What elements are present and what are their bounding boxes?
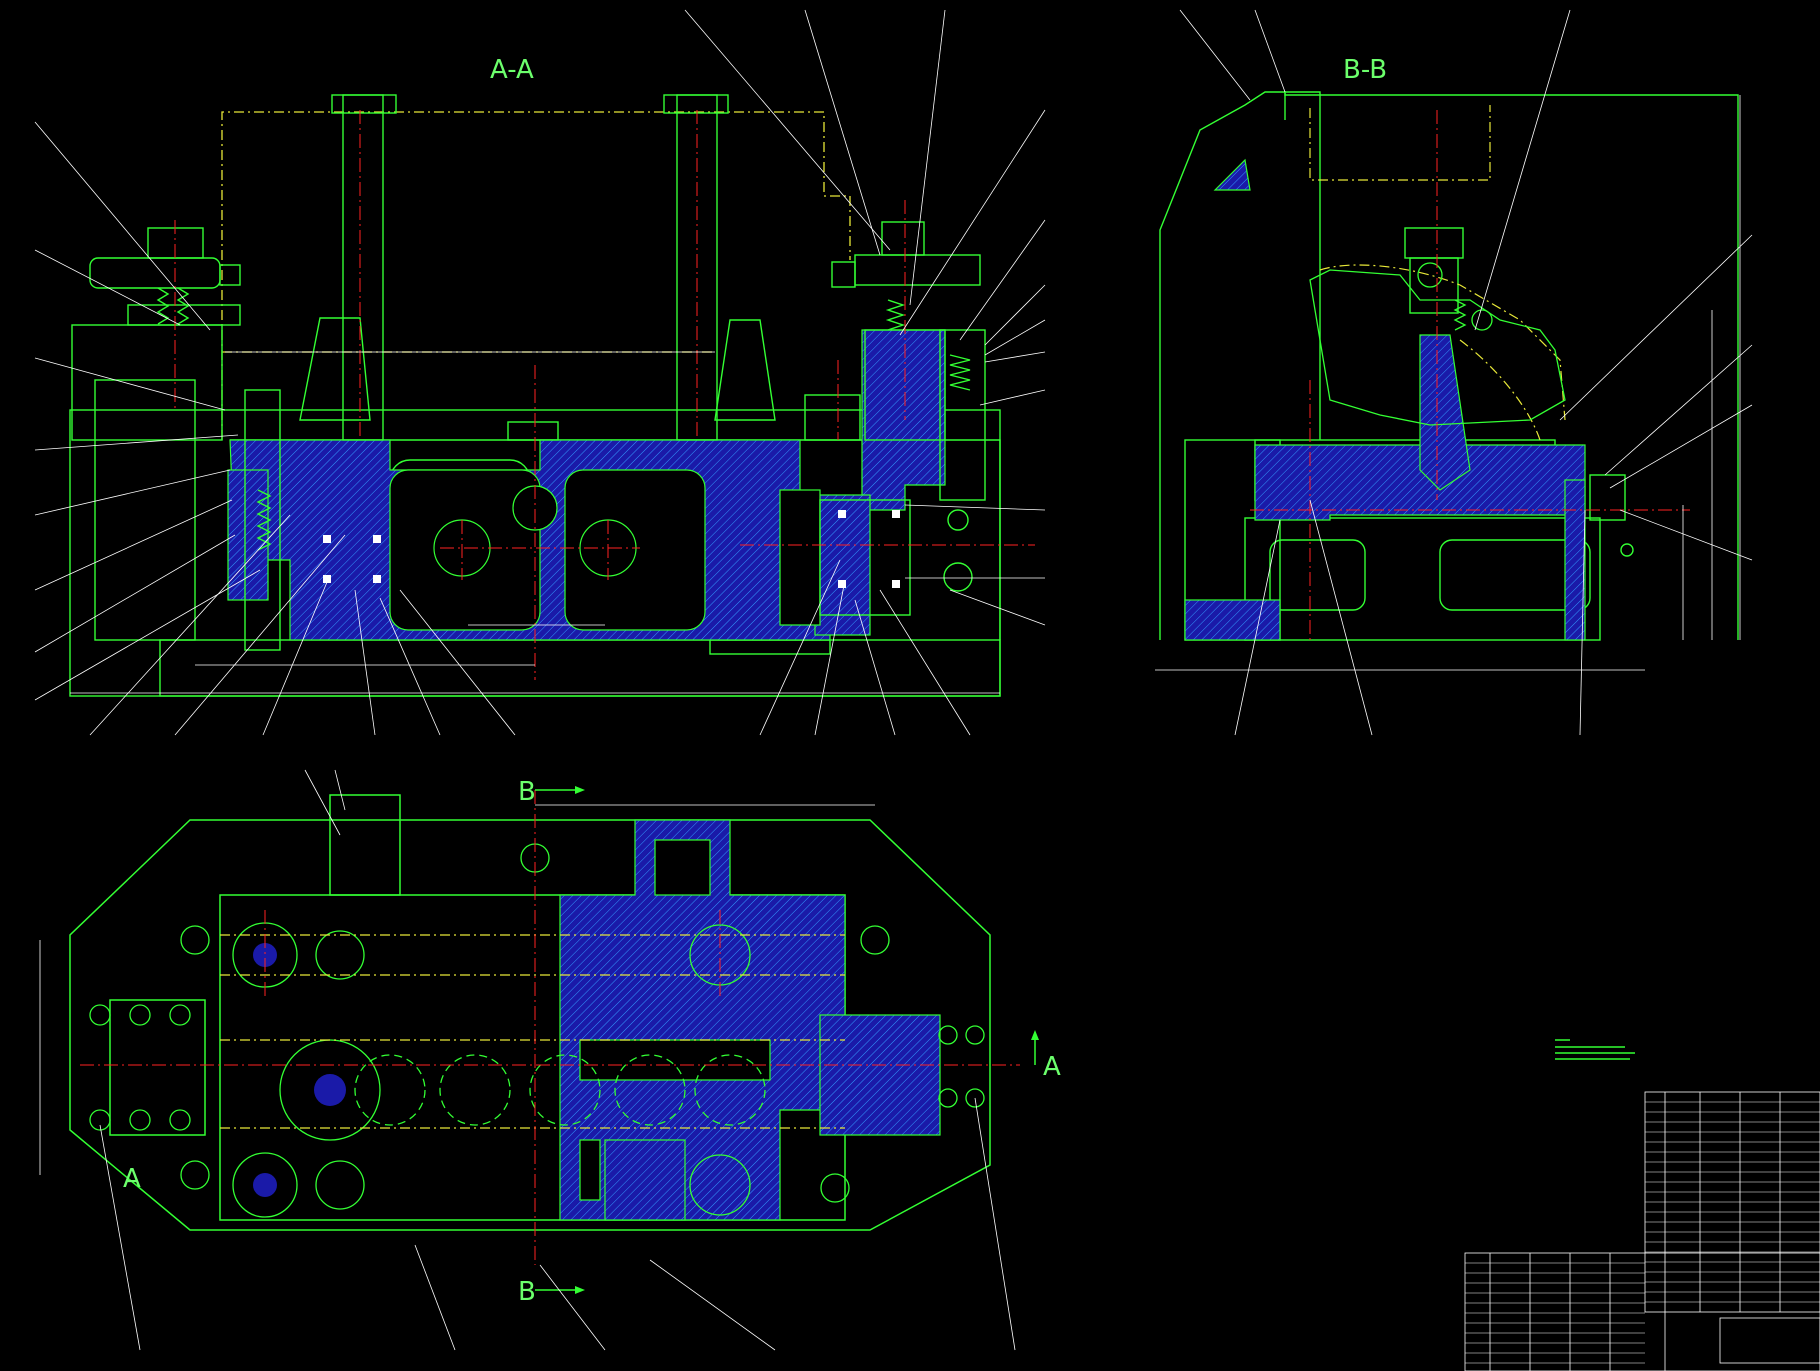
- cavities-aa: [389, 469, 821, 631]
- plan-blue-fills: [253, 943, 346, 1197]
- fixture-base-aa: [69, 324, 1001, 697]
- section-aa-view: A-A: [34, 9, 1046, 736]
- plan-outline: [69, 794, 991, 1231]
- section-bb-view: B-B: [1155, 9, 1753, 736]
- cut-label-b-bottom: B: [518, 1277, 536, 1307]
- plan-phantom: [220, 934, 845, 1129]
- leaders-aa: [34, 9, 1046, 736]
- workpiece-phantom-outline: [221, 111, 851, 440]
- plan-cutouts: [579, 839, 771, 1201]
- section-aa-title: A-A: [490, 55, 534, 85]
- plan-leaders: [99, 769, 1016, 1351]
- plan-hatch: [559, 819, 941, 1221]
- section-hatch-bb: [1184, 158, 1586, 641]
- plan-centerlines: [80, 790, 1020, 1265]
- left-clamp-assembly: [89, 227, 281, 651]
- parts-list-table: [1464, 1091, 1820, 1371]
- centerlines-aa: [174, 110, 1035, 680]
- section-bb-title: B-B: [1343, 55, 1387, 85]
- cut-label-a-right: A: [1043, 1052, 1061, 1082]
- leaders-bb: [1179, 9, 1753, 736]
- bearings-aa: [323, 510, 900, 588]
- title-block-area: [1464, 1039, 1820, 1371]
- clamp-arm-bb: [1309, 262, 1566, 426]
- plan-view: B B A A: [39, 769, 1061, 1351]
- parts-list-rows: [1465, 1101, 1820, 1364]
- plan-dimensions: [39, 804, 875, 1175]
- dimensions-bb: [1155, 95, 1741, 671]
- technical-notes-stub: [1555, 1039, 1635, 1060]
- cut-label-b-top: B: [518, 777, 536, 807]
- clamp-posts-aa: [299, 94, 776, 441]
- workpiece-phantom-bb: [1309, 105, 1566, 441]
- cut-label-a-left: A: [123, 1164, 141, 1194]
- cut-markers: B B A A: [123, 777, 1061, 1307]
- centerlines-bb: [1250, 110, 1690, 640]
- fixture-base-bb: [1159, 91, 1739, 641]
